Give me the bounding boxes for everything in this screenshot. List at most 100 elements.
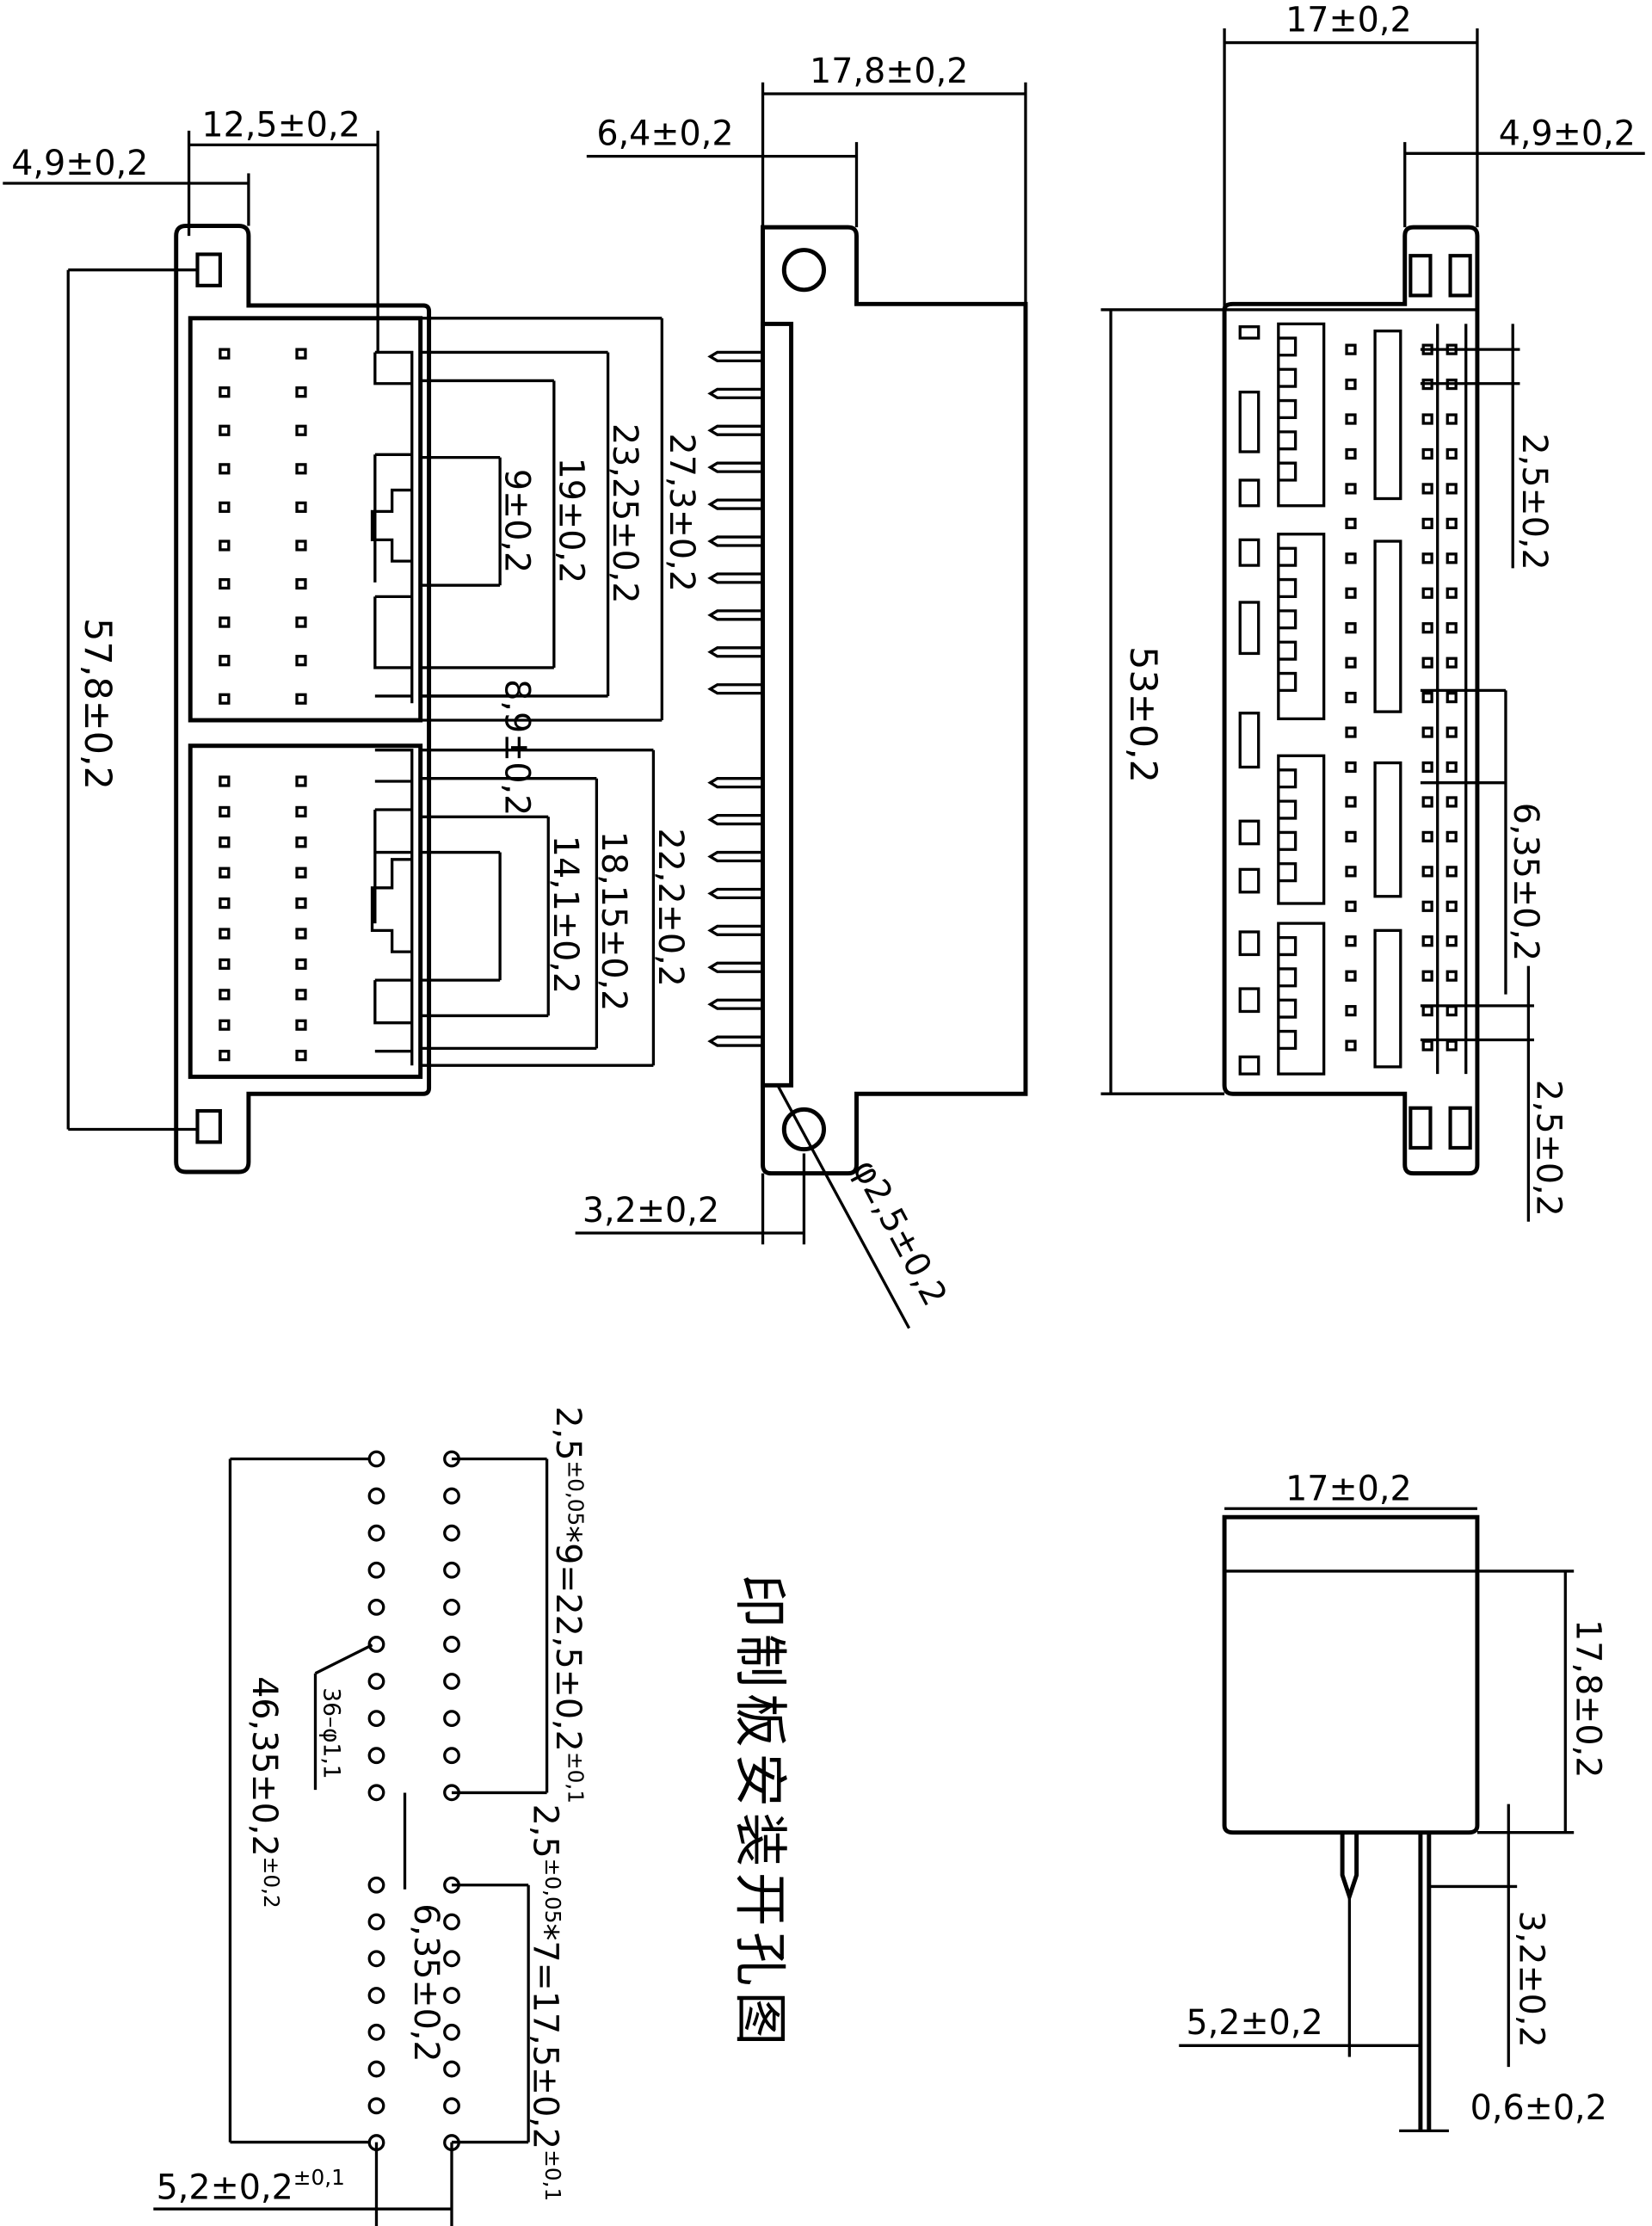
rear-key	[1238, 867, 1261, 894]
rear-pin-dot	[1446, 447, 1458, 460]
bottom-view: 17±0,2 17,8±0,2 3,2±0,2 5,2±0,2 0,6±0,2	[1179, 1469, 1608, 2133]
pcb-hole	[367, 1876, 385, 1894]
pin-hole	[295, 386, 307, 398]
pin-hole	[295, 1050, 307, 1062]
rear-pin-dot	[1446, 761, 1458, 774]
rear-pin-dot	[1345, 378, 1357, 391]
rear-pin-dot	[1345, 552, 1357, 564]
pcb-hole	[443, 1987, 460, 2004]
pcb-hole	[443, 1598, 460, 1616]
rear-pin-dot	[1446, 692, 1458, 704]
rear-pin-dot	[1345, 1039, 1357, 1051]
pin-hole	[219, 616, 231, 628]
contact-notch	[1278, 1029, 1298, 1051]
dim-17-8-bottom: 17,8±0,2	[1569, 1619, 1608, 1778]
rear-pin-dot	[1345, 517, 1357, 529]
side-view: 17,8±0,2 6,4±0,2 3,2±0,2 φ2,5±0,2	[575, 52, 1028, 1329]
dim-hole-dia: φ2,5±0,2	[845, 1153, 955, 1312]
dim-8-9: 8,9±0,2	[497, 679, 537, 816]
contact-notch	[1278, 367, 1298, 388]
pcb-hole	[443, 1747, 460, 1765]
pin-hole	[295, 775, 307, 787]
pcb-hole	[367, 1673, 385, 1690]
pcb-layout: 46,35±0,2±0,2 36–φ1,1 6,35±0,2 2,5±0,05*…	[153, 1406, 792, 2226]
pcb-hole	[443, 2060, 460, 2078]
pin-hole	[219, 958, 231, 971]
rear-tab-hole-top-l	[1409, 254, 1433, 298]
pin-hole	[219, 897, 231, 910]
rear-pin-dot	[1446, 726, 1458, 738]
contact-block	[1277, 922, 1326, 1076]
rear-key	[1238, 819, 1261, 846]
rear-pin-dot	[1345, 970, 1357, 982]
rear-pin-dot	[1421, 866, 1433, 878]
rear-tab-hole-bot-r	[1448, 1106, 1472, 1150]
rear-pin-dot	[1446, 622, 1458, 634]
pin-hole	[219, 463, 231, 475]
pin-hole	[219, 805, 231, 818]
pin-hole	[219, 775, 231, 787]
pin-hole	[295, 928, 307, 940]
side-pin	[707, 850, 763, 863]
rear-pin-dot	[1345, 587, 1357, 599]
pcb-hole	[443, 1710, 460, 1728]
rear-pin-dot	[1421, 692, 1433, 704]
contact-notch	[1278, 609, 1298, 630]
dim-pitch-upper: 2,5±0,05*9=22,5±0,2±0,1	[548, 1406, 588, 1804]
side-pin	[707, 777, 763, 789]
pcb-hole	[443, 2097, 460, 2115]
dim-14-1: 14,1±0,2	[546, 836, 585, 994]
pcb-hole	[443, 1950, 460, 1968]
contact-notch	[1278, 430, 1298, 451]
side-pin	[707, 646, 763, 658]
front-pin-holes	[219, 348, 307, 1062]
rear-pin-dot	[1345, 726, 1357, 738]
side-pin	[707, 683, 763, 695]
dim-19: 19±0,2	[551, 458, 590, 584]
pin-hole	[219, 540, 231, 552]
mount-hole-top	[195, 252, 222, 287]
pcb-hole	[367, 1598, 385, 1616]
rear-pin-dot	[1446, 587, 1458, 599]
dim-6-4: 6,4±0,2	[596, 114, 733, 153]
side-pin	[707, 998, 763, 1010]
side-pin	[707, 350, 763, 362]
side-pin	[707, 924, 763, 936]
rear-pin-dot	[1446, 483, 1458, 495]
pcb-hole	[367, 1913, 385, 1931]
pcb-hole	[367, 1950, 385, 1968]
rear-pin-dot	[1421, 517, 1433, 529]
contact-slot	[1373, 540, 1402, 713]
rear-pin-dot	[1421, 726, 1433, 738]
rear-pin-dot	[1345, 1005, 1357, 1017]
rear-pin-dot	[1345, 413, 1357, 425]
pin-hole	[295, 866, 307, 879]
pcb-layout-title: 印制板安装开孔图	[729, 1574, 792, 2051]
dim-17-rear: 17±0,2	[1285, 0, 1412, 40]
dim-46-35: 46,35±0,2±0,2	[244, 1676, 284, 1908]
side-pin	[707, 461, 763, 473]
side-hole-top	[781, 248, 826, 293]
front-view: 12,5±0,2 4,9±0,2 57,8±0,2 27,3±0,2 23,25…	[3, 106, 701, 1175]
contact-notch	[1278, 546, 1298, 567]
pcb-hole	[367, 1747, 385, 1765]
upper-housing	[188, 316, 423, 723]
pcb-hole	[443, 1561, 460, 1579]
side-pin	[707, 424, 763, 436]
pcb-hole	[367, 1636, 385, 1653]
rear-pin-dot	[1345, 343, 1357, 355]
pin-hole	[295, 836, 307, 848]
rear-pin-dot	[1421, 622, 1433, 634]
rear-pin-dot	[1421, 830, 1433, 843]
rear-pin-dot	[1345, 692, 1357, 704]
rear-pin-dot	[1345, 483, 1357, 495]
contact-slot	[1373, 761, 1402, 898]
dim-5-2-pcb: 5,2±0,2±0,1	[157, 2165, 345, 2208]
side-pin	[707, 572, 763, 584]
rear-pin-dot	[1446, 517, 1458, 529]
pin-hole	[219, 989, 231, 1001]
rear-pin-dot	[1345, 830, 1357, 843]
pin-hole	[219, 424, 231, 436]
pcb-hole	[367, 1450, 385, 1468]
rear-pin-dot	[1446, 830, 1458, 843]
